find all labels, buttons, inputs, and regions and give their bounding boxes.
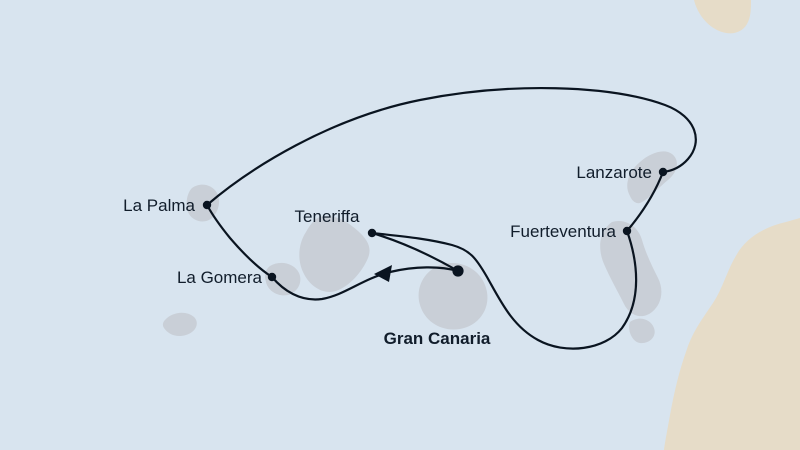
port-dot-fuerteventura [622, 226, 632, 236]
route-segment-fuerteventura-teneriffa [370, 229, 638, 350]
port-label-teneriffa: Teneriffa [295, 207, 360, 226]
island-fuerteventura [600, 220, 662, 317]
island-lanzarote [627, 151, 677, 204]
route-segment-lagomera-lapalma [205, 203, 274, 279]
island-la-gomera [265, 262, 301, 296]
route-path-group [205, 86, 697, 350]
coast-fragment [694, 0, 751, 34]
route-segment-grancanaria-lagomera [270, 266, 460, 301]
route-segment-lapalma-lanzarote [205, 86, 697, 207]
port-label-gran-canaria: Gran Canaria [384, 329, 491, 348]
africa-coast [664, 218, 800, 450]
route-segment-teneriffa-grancanaria [370, 231, 460, 273]
island-tenerife [299, 216, 370, 292]
route-segment-lanzarote-fuerteventura [625, 170, 665, 233]
island-gran-canaria [418, 262, 488, 330]
port-label-la-gomera: La Gomera [177, 268, 263, 287]
port-dot-la-palma [202, 200, 212, 210]
port-label-fuerteventura: Fuerteventura [510, 222, 616, 241]
island-el-hierro [162, 312, 197, 337]
island-fuerteventura-south [629, 318, 655, 344]
port-dot-gran-canaria [452, 265, 464, 277]
port-dot-lanzarote [658, 167, 668, 177]
port-label-la-palma: La Palma [123, 196, 195, 215]
route-direction-arrow-icon [374, 265, 392, 282]
port-dot-la-gomera [267, 272, 277, 282]
port-label-lanzarote: Lanzarote [576, 163, 652, 182]
port-dot-teneriffa [367, 228, 377, 238]
